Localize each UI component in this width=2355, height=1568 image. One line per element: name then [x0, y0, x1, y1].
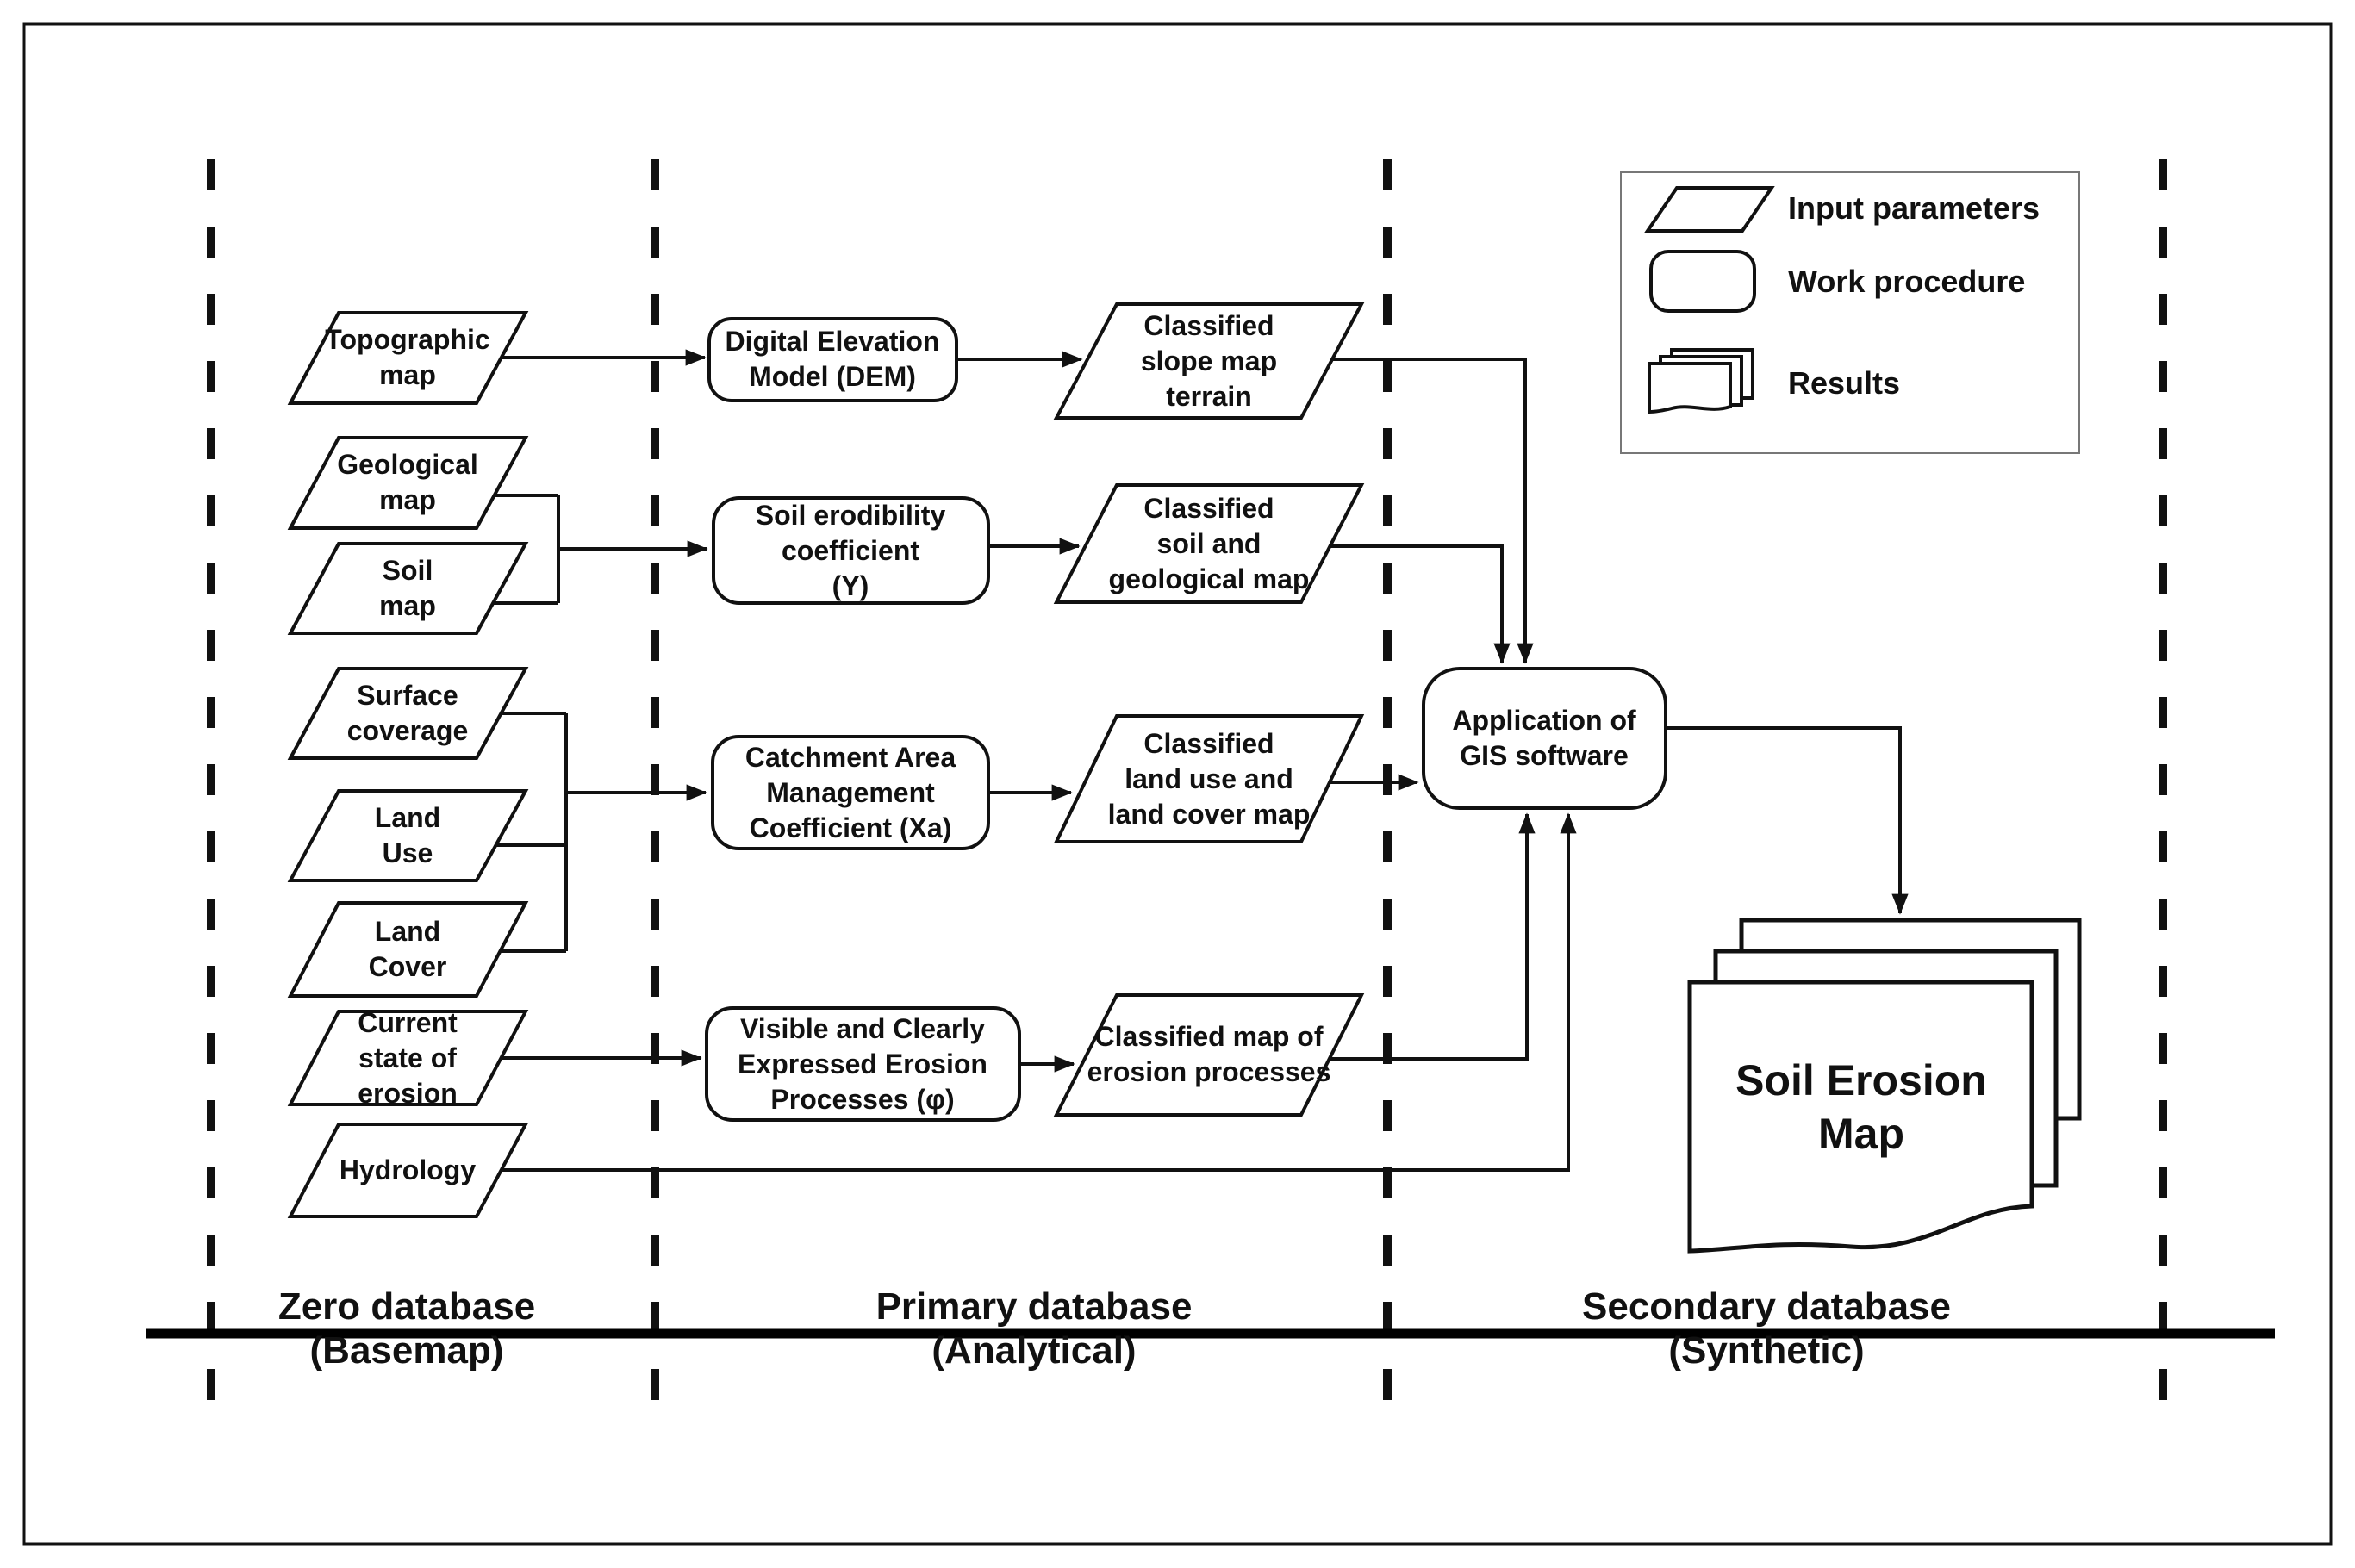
geological-map-label: Geological map — [337, 449, 478, 515]
node-classified-erosion-map — [1053, 993, 1365, 1117]
bracket-surface-landuse-landcover — [496, 712, 568, 953]
zone-label-zero-database: Zero database (Basemap) — [277, 1285, 536, 1372]
node-surface-coverage — [287, 667, 529, 760]
land-use-label: Land Use — [374, 802, 441, 868]
node-soil-map — [287, 542, 529, 635]
connector-hydrology-to-gis — [502, 812, 1577, 1172]
classified-erosion-map-label: Classified map of erosion processes — [1087, 1021, 1331, 1087]
connector-soil-geo-map-to-gis — [1330, 544, 1511, 664]
gis-application-label: Application of GIS software — [1452, 705, 1636, 771]
zone-label-primary-database: Primary database (Analytical) — [875, 1285, 1193, 1372]
node-land-cover — [287, 901, 529, 998]
visible-erosion-label: Visible and Clearly Expressed Erosion Pr… — [738, 1013, 987, 1115]
zone-label-secondary-database: Secondary database (Synthetic) — [1582, 1285, 1951, 1372]
legend-results-label: Results — [1788, 365, 1901, 401]
connector-erosion-map-to-gis — [1330, 812, 1536, 1061]
surface-coverage-label: Surface coverage — [346, 680, 469, 746]
dem-label: Digital Elevation Model (DEM) — [725, 326, 940, 392]
node-classified-soil-geo-map — [1053, 483, 1365, 604]
classified-landuse-map-label: Classified land use and land cover map — [1107, 728, 1311, 830]
figure-border — [22, 22, 2333, 1546]
node-gis-application — [1422, 667, 1667, 810]
soil-erodibility-label: Soil erodibility coefficient (Y) — [755, 500, 946, 601]
soil-map-label: Soil map — [379, 555, 436, 621]
legend-input-parameters-label: Input parameters — [1788, 190, 2040, 226]
node-topographic-map — [287, 311, 529, 405]
document-stack-icon — [1648, 348, 1754, 414]
node-classified-landuse-map — [1053, 714, 1365, 843]
node-current-state-of-erosion — [287, 1010, 529, 1106]
node-hydrology — [287, 1123, 529, 1218]
node-catchment-coefficient — [711, 735, 990, 850]
connector-slope-map-to-gis — [1332, 358, 1534, 664]
node-geological-map — [287, 436, 529, 530]
node-classified-slope-map — [1053, 302, 1365, 420]
land-cover-label: Land Cover — [368, 916, 447, 982]
node-dem — [707, 317, 958, 402]
current-state-of-erosion-label: Current state of erosion — [358, 1007, 458, 1109]
result-page-front — [1687, 980, 2034, 1254]
connector-gis-to-result — [1666, 726, 1909, 915]
hydrology-label: Hydrology — [339, 1154, 477, 1185]
topographic-map-label: Topographic map — [325, 324, 490, 390]
rounded-rect-icon — [1649, 250, 1756, 313]
legend-work-procedure-label: Work procedure — [1788, 264, 2026, 299]
node-land-use — [287, 789, 529, 882]
classified-soil-geo-map-label: Classified soil and geological map — [1108, 493, 1310, 594]
parallelogram-icon — [1644, 186, 1775, 233]
soil-erosion-map-label: Soil Erosion Map — [1735, 1056, 1987, 1158]
classified-slope-map-label: Classified slope map terrain — [1140, 310, 1278, 412]
node-soil-erodibility — [712, 496, 990, 605]
catchment-coefficient-label: Catchment Area Management Coefficient (X… — [745, 742, 956, 843]
node-visible-erosion-processes — [705, 1006, 1021, 1122]
